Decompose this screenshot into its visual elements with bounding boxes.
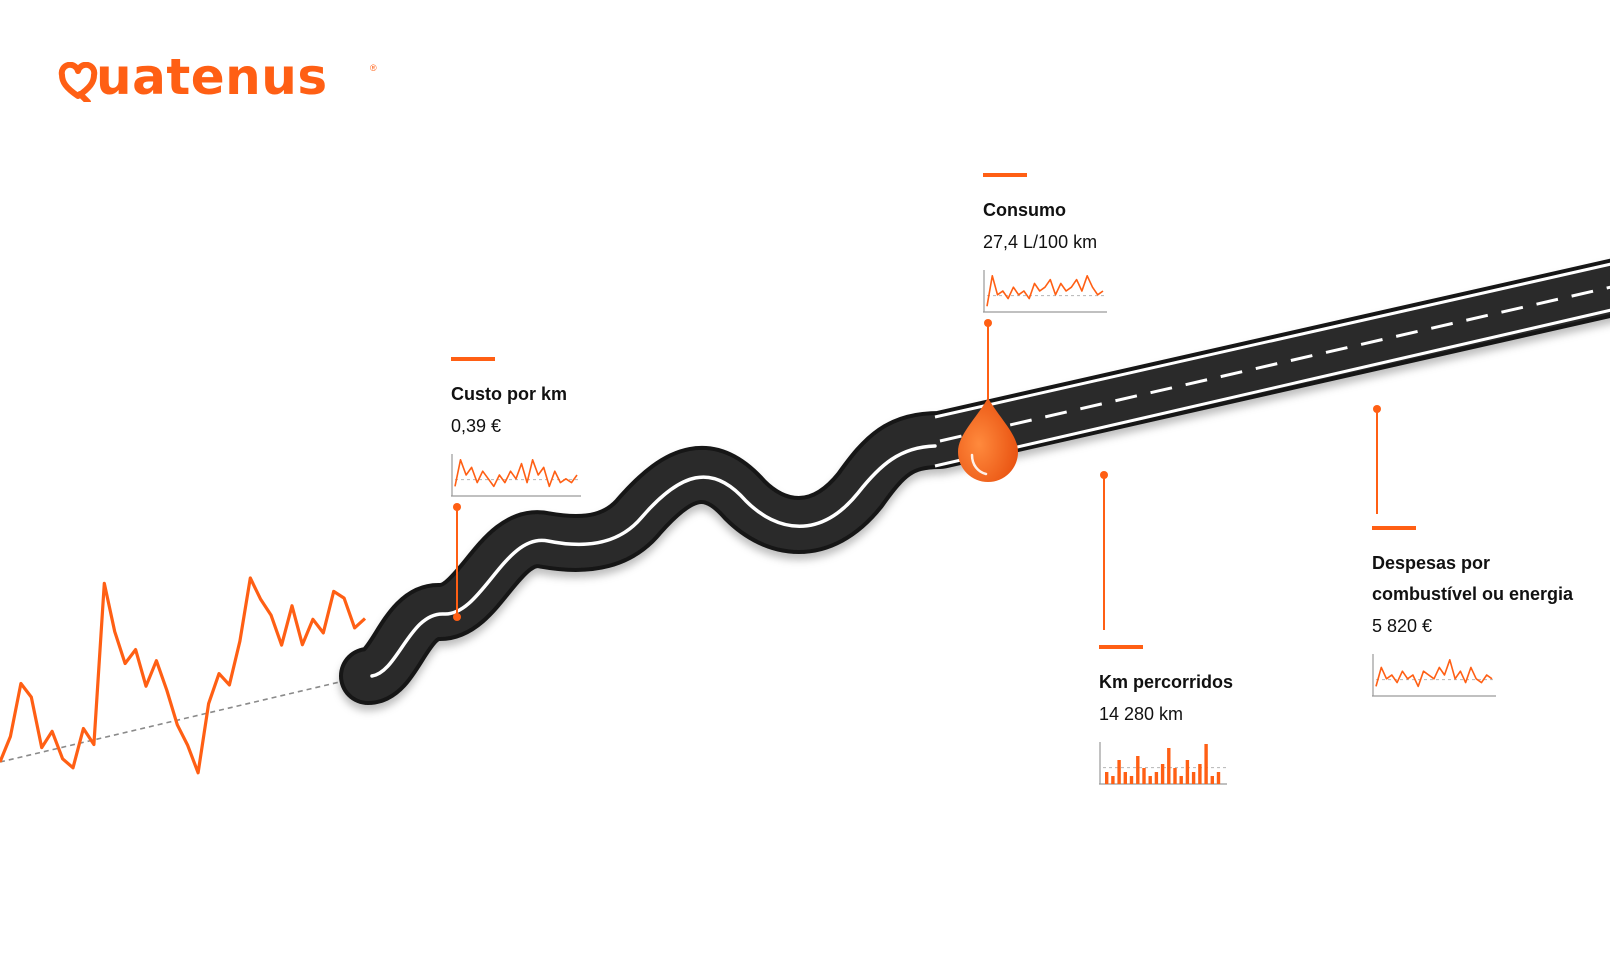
metric-value: 0,39 € (451, 416, 502, 436)
spark-bar (1105, 772, 1109, 784)
spark-bar (1129, 776, 1134, 784)
spark-bar (1204, 744, 1208, 784)
spark-bar (1185, 760, 1190, 784)
trend-line (0, 576, 367, 775)
metric-custo-por-km: Custo por km 0,39 € (451, 357, 581, 498)
accent-bar (451, 357, 495, 361)
spark-bar (1216, 772, 1221, 784)
metric-value: 27,4 L/100 km (983, 232, 1098, 252)
spark-bar (1198, 764, 1202, 784)
metric-sparkline (983, 270, 1107, 313)
fuel-drop-icon (958, 398, 1018, 482)
brand-logo: uatenus (96, 48, 328, 106)
connector-custo (453, 503, 461, 621)
spark-bar (1111, 776, 1115, 784)
spark-bar (1179, 776, 1183, 784)
spark-bar (1136, 756, 1140, 784)
spark-line (454, 459, 578, 488)
spark-line (1375, 659, 1493, 688)
road (339, 258, 1610, 705)
spark-bar (1123, 772, 1127, 784)
spark-bar (1210, 776, 1214, 784)
registered-mark: ® (370, 63, 377, 73)
spark-bar (1167, 748, 1171, 784)
spark-bar (1191, 772, 1196, 784)
spark-bar (1117, 760, 1121, 784)
spark-bar (1154, 772, 1159, 784)
metric-despesas: Despesas por combustível ou energia 5 82… (1372, 526, 1573, 698)
heart-q-icon (58, 62, 98, 102)
spark-line (986, 275, 1104, 307)
spark-bar (1160, 764, 1165, 784)
metric-km-percorridos: Km percorridos 14 280 km (1099, 645, 1233, 786)
connector-despesas (1373, 405, 1381, 514)
metric-title: Km percorridos (1099, 672, 1234, 692)
connector-consumo (984, 319, 992, 400)
metric-title-line-2: combustível ou energia (1372, 584, 1574, 604)
accent-bar (983, 173, 1027, 177)
connector-km (1100, 471, 1108, 630)
metric-value: 14 280 km (1099, 704, 1184, 724)
accent-bar (1099, 645, 1143, 649)
metric-value: 5 820 € (1372, 616, 1433, 636)
metric-title-line-1: Despesas por (1372, 553, 1491, 573)
metric-title: Custo por km (451, 384, 568, 404)
metric-barchart (1099, 742, 1227, 785)
accent-bar (1372, 526, 1416, 530)
spark-bar (1148, 776, 1152, 784)
metric-sparkline (1372, 654, 1496, 697)
metric-sparkline (451, 454, 581, 497)
metric-title: Consumo (983, 200, 1066, 220)
trend-baseline (0, 675, 366, 763)
metric-consumo: Consumo 27,4 L/100 km (983, 173, 1107, 314)
spark-bar (1173, 768, 1177, 784)
spark-bar (1142, 768, 1146, 784)
